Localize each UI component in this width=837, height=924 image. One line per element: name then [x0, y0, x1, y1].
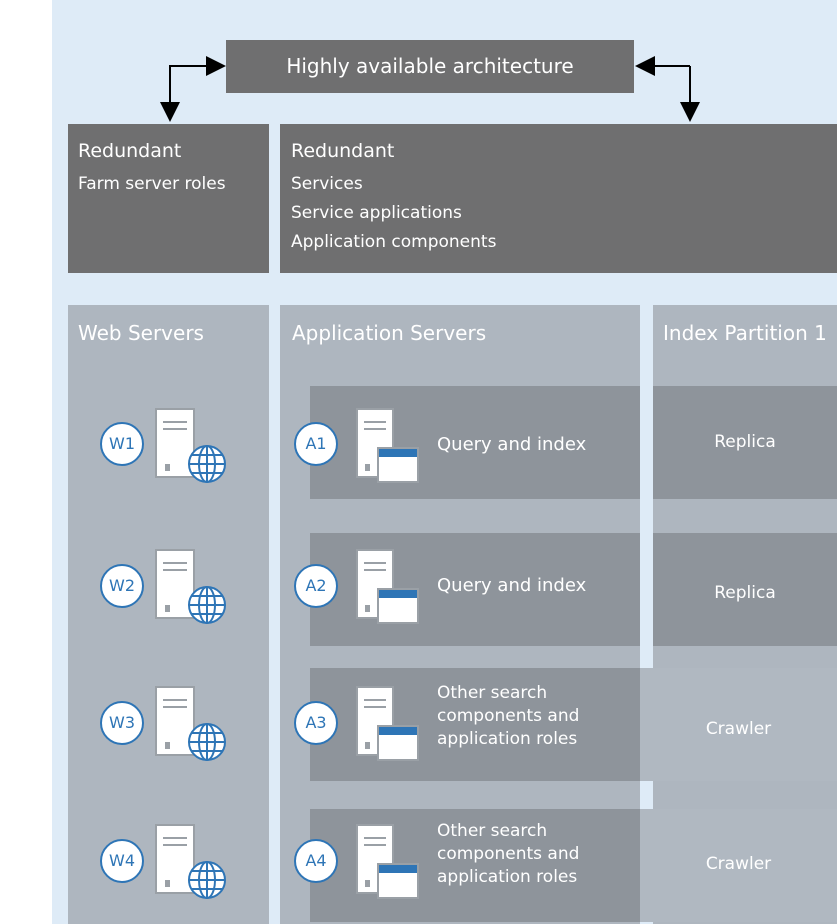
app-server-icon-1: [356, 408, 419, 483]
app-row-label-2: Query and index: [437, 575, 587, 596]
web-server-badge-1: W1: [100, 422, 144, 466]
web-server-badge-3: W3: [100, 701, 144, 745]
redundant-services-box: Redundant Services Service applications …: [280, 124, 837, 273]
redundant-services-line-3: Application components: [291, 232, 497, 252]
app-row-label-1: Query and index: [437, 434, 587, 455]
index-cell-4: Crawler: [640, 809, 837, 922]
app-server-badge-1: A1: [294, 422, 338, 466]
index-cell-1: Replica: [653, 386, 837, 499]
index-partition-header: Index Partition 1: [663, 321, 827, 345]
web-server-badge-2: W2: [100, 564, 144, 608]
redundant-services-heading: Redundant: [291, 140, 395, 162]
redundant-services-line-1: Services: [291, 174, 363, 194]
app-server-icon-4: [356, 824, 419, 899]
app-server-badge-3: A3: [294, 701, 338, 745]
application-servers-header: Application Servers: [292, 321, 487, 345]
web-server-icon-3: [155, 686, 226, 761]
index-cell-3: Crawler: [640, 668, 837, 781]
web-server-icon-4: [155, 824, 226, 899]
web-server-badge-4: W4: [100, 839, 144, 883]
left-double-arrow-icon: [169, 56, 226, 113]
architecture-title: Highly available architecture: [286, 54, 574, 78]
app-server-icon-3: [356, 686, 419, 761]
app-row-label-3: Other search components and application …: [437, 683, 580, 749]
app-server-badge-2: A2: [294, 564, 338, 608]
redundant-roles-box: Redundant Farm server roles: [68, 124, 269, 273]
connector-arrows: [160, 56, 700, 122]
app-server-icon-2: [356, 549, 419, 624]
web-servers-header: Web Servers: [78, 321, 204, 345]
redundant-roles-heading: Redundant: [78, 140, 182, 162]
web-server-icon-1: [155, 408, 226, 483]
redundant-roles-line: Farm server roles: [78, 174, 226, 194]
architecture-title-box: Highly available architecture: [226, 40, 634, 93]
app-server-badge-4: A4: [294, 839, 338, 883]
redundant-services-line-2: Service applications: [291, 203, 462, 223]
web-server-icon-2: [155, 549, 226, 624]
index-cell-2: Replica: [653, 533, 837, 646]
app-row-label-4: Other search components and application …: [437, 821, 580, 887]
